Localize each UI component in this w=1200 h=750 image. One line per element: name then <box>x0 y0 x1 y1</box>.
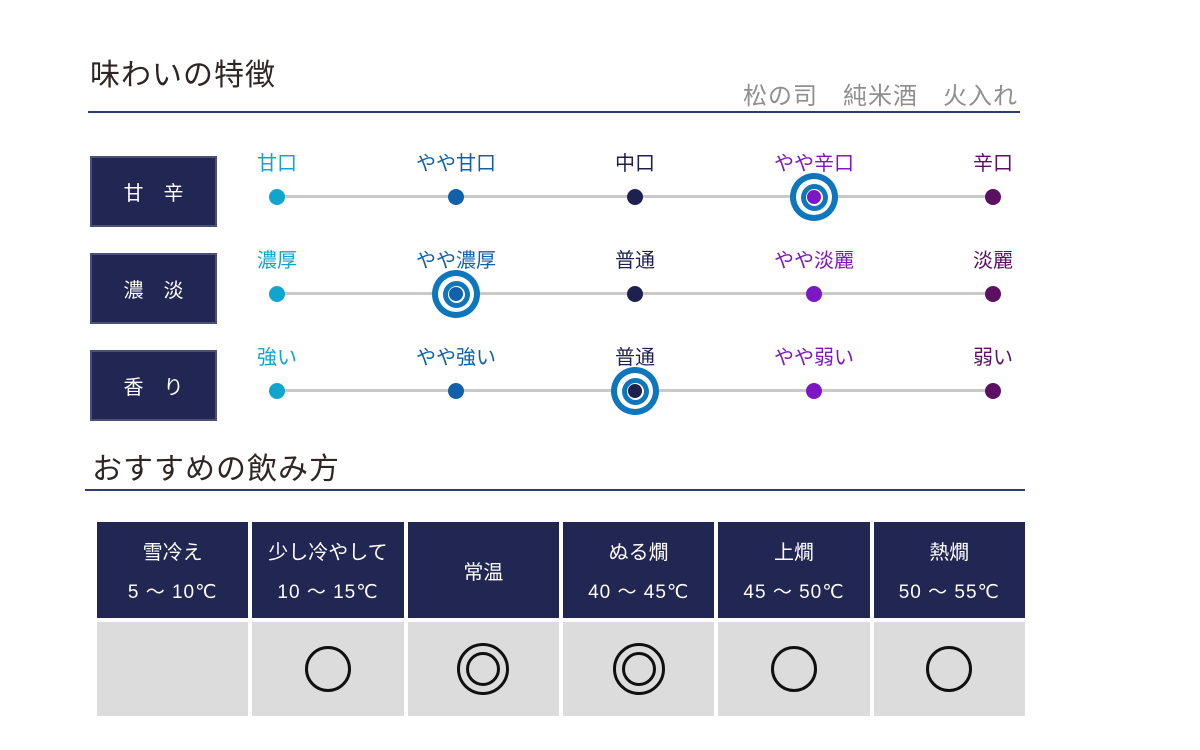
sake-name-subtitle: 松の司 純米酒 火入れ <box>743 83 1018 110</box>
serving-header-cell: 常温 <box>407 522 559 618</box>
taste-scale-row-kaori: 香 り 強い やや強い 普通 やや弱い 弱い <box>0 341 1200 438</box>
serving-temp: 40 ～ 45℃ <box>588 582 690 603</box>
serving-header-cell: 上燗 45 ～ 50℃ <box>718 522 870 618</box>
scale-option-label: 淡麗 <box>973 250 1013 272</box>
serving-name: 雪冷え <box>142 542 203 564</box>
single-circle-mark <box>926 646 973 692</box>
scale-option-label: 普通 <box>615 250 655 272</box>
double-circle-inner <box>466 652 501 686</box>
serving-name: 上燗 <box>773 542 814 564</box>
serving-temp: 50 ～ 55℃ <box>898 582 1000 603</box>
scale-dot <box>627 189 643 205</box>
scale-option-label: やや強い <box>416 347 496 369</box>
scale-option-label: 中口 <box>615 153 655 175</box>
taste-scale-row-amakara: 甘 辛 甘口 やや甘口 中口 やや辛口 辛口 <box>0 147 1200 244</box>
page-title: 味わいの特徴 <box>90 59 276 92</box>
scale-option-label: やや淡麗 <box>774 250 854 272</box>
scale-dot <box>985 286 1001 302</box>
scale-option-label: 強い <box>257 347 297 369</box>
scale-category-box: 甘 辛 <box>90 156 217 227</box>
serving-name: 熱燗 <box>929 542 970 564</box>
serving-mark-cell <box>562 622 715 716</box>
scale-option-label: やや辛口 <box>774 153 854 175</box>
scale-dot <box>269 189 285 205</box>
scale-dot <box>806 286 822 302</box>
marker-center-dot <box>807 190 821 204</box>
scale-dot <box>269 286 285 302</box>
scale-option-label: やや濃厚 <box>416 250 496 272</box>
scale-option-label: 普通 <box>615 347 655 369</box>
marker-center-dot <box>449 287 463 301</box>
selected-value-marker <box>611 367 659 415</box>
scale-option-label: 甘口 <box>257 153 297 175</box>
serving-name: 常温 <box>463 561 504 584</box>
serving-temperature-table: 雪冷え 5 ～ 10℃ 少し冷やして 10 ～ 15℃ 常温 ぬる燗 40 ～ … <box>97 522 1025 716</box>
double-circle-mark <box>457 643 510 695</box>
taste-scale-row-noutan: 濃 淡 濃厚 やや濃厚 普通 やや淡麗 淡麗 <box>0 244 1200 341</box>
serving-mark-cell <box>718 622 870 716</box>
scale-dot <box>448 383 464 399</box>
serving-temp: 10 ～ 15℃ <box>277 582 379 603</box>
serving-mark-cell <box>873 622 1025 716</box>
serving-name: ぬる燗 <box>608 542 669 564</box>
scale-dot <box>269 383 285 399</box>
serving-name: 少し冷やして <box>268 542 388 564</box>
scale-dot <box>985 189 1001 205</box>
marker-ring <box>621 377 649 405</box>
serving-temp: 45 ～ 50℃ <box>743 582 845 603</box>
scale-dot <box>627 286 643 302</box>
selected-value-marker <box>432 270 480 318</box>
selected-value-marker <box>790 173 838 221</box>
scale-option-label: 弱い <box>973 347 1013 369</box>
single-circle-mark <box>770 646 817 692</box>
marker-ring <box>796 179 832 215</box>
serving-header-cell: 少し冷やして 10 ～ 15℃ <box>252 522 404 618</box>
marker-ring <box>442 280 470 308</box>
serving-mark-cell <box>97 622 249 716</box>
scale-option-label: やや弱い <box>774 347 854 369</box>
marker-ring <box>805 188 823 206</box>
serving-header-cell: ぬる燗 40 ～ 45℃ <box>562 522 715 618</box>
title-underline <box>88 111 1020 113</box>
section-underline <box>85 489 1025 491</box>
scale-category-box: 濃 淡 <box>90 253 217 324</box>
scale-option-label: 濃厚 <box>257 250 297 272</box>
serving-mark-cell <box>252 622 404 716</box>
scale-dot <box>806 383 822 399</box>
scale-dot <box>985 383 1001 399</box>
single-circle-mark <box>304 646 351 692</box>
serving-mark-cell <box>407 622 559 716</box>
marker-ring <box>626 382 644 400</box>
marker-ring <box>438 276 474 312</box>
marker-ring <box>617 373 653 409</box>
scale-option-label: やや甘口 <box>416 153 496 175</box>
serving-header-cell: 雪冷え 5 ～ 10℃ <box>97 522 249 618</box>
double-circle-mark <box>612 643 665 695</box>
marker-ring <box>800 183 828 211</box>
scale-dot <box>448 189 464 205</box>
scale-option-label: 辛口 <box>973 153 1013 175</box>
serving-temp: 5 ～ 10℃ <box>127 582 218 603</box>
scale-category-box: 香 り <box>90 350 217 421</box>
section-title-serving: おすすめの飲み方 <box>92 453 340 486</box>
double-circle-inner <box>621 652 656 686</box>
marker-ring <box>447 285 465 303</box>
serving-header-cell: 熱燗 50 ～ 55℃ <box>873 522 1025 618</box>
marker-center-dot <box>628 384 642 398</box>
